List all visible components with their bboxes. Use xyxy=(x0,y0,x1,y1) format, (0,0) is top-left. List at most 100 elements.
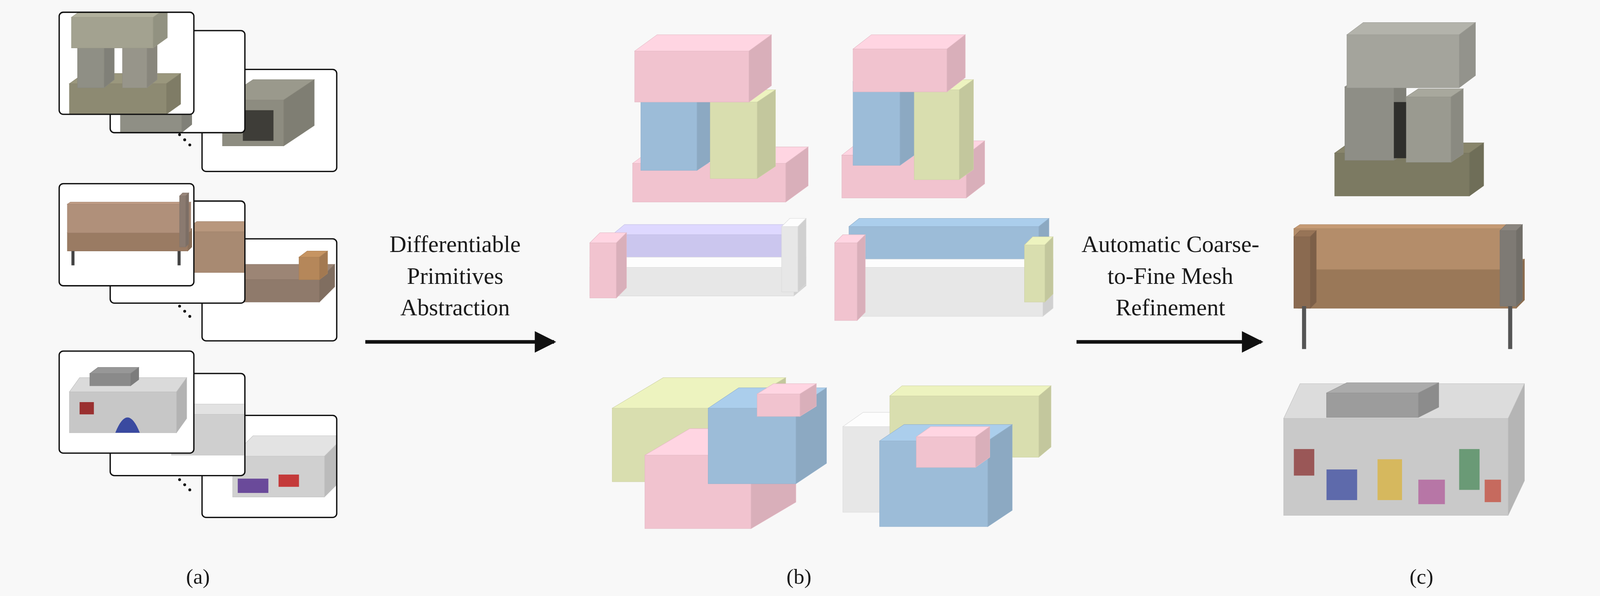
primitive-face xyxy=(1469,143,1484,197)
primitive-face xyxy=(232,456,325,498)
primitive-face xyxy=(1283,418,1508,516)
ellipsis-dot xyxy=(183,138,187,142)
primitive-face xyxy=(77,43,105,89)
primitive-face xyxy=(1450,88,1464,163)
sofa-leg xyxy=(1301,306,1306,350)
primitive-face xyxy=(785,147,808,202)
primitive-abstractions xyxy=(589,34,1053,530)
primitive-face xyxy=(959,79,974,180)
input-view xyxy=(59,183,195,286)
primitive-face xyxy=(67,232,188,251)
primitive-face xyxy=(836,259,1053,268)
arrow-label: Automatic Coarse-to-Fine Mesh Refinement xyxy=(1070,228,1270,324)
primitive-face xyxy=(852,81,900,166)
primitive-face xyxy=(889,386,1051,397)
primitive-face xyxy=(781,226,799,293)
primitive-face xyxy=(298,257,320,280)
input-view xyxy=(59,351,195,454)
input-view xyxy=(59,7,195,115)
primitive-face xyxy=(1345,86,1395,161)
primitive-face xyxy=(1038,386,1051,458)
texture-patch xyxy=(1377,459,1402,501)
primitive-face xyxy=(849,218,1050,228)
panel-label: (b) xyxy=(768,563,830,591)
panel-label: (c) xyxy=(1390,563,1453,591)
primitive-face xyxy=(916,437,976,468)
view-border xyxy=(59,183,195,286)
primitive-face xyxy=(1500,230,1517,307)
primitive-face xyxy=(71,12,168,18)
primitive-face xyxy=(616,232,627,299)
primitive-face xyxy=(710,101,758,179)
primitive-face xyxy=(612,224,799,236)
texture-patch xyxy=(1326,469,1358,501)
ellipsis-dot xyxy=(183,483,187,487)
primitive-face xyxy=(69,83,167,115)
ellipsis-dot xyxy=(183,309,187,313)
primitive-face xyxy=(283,79,315,147)
ellipsis-dot xyxy=(188,143,192,147)
primitive-face xyxy=(975,427,991,469)
process-arrow xyxy=(1076,340,1262,344)
sofa-leg xyxy=(1507,306,1512,350)
primitive-face xyxy=(1394,78,1407,161)
primitive-face xyxy=(324,436,337,498)
primitive-face xyxy=(756,90,776,179)
primitive-face xyxy=(1310,230,1317,309)
primitive-face xyxy=(130,367,139,387)
view-border xyxy=(59,351,195,454)
texture-patch xyxy=(1484,480,1502,503)
primitive-face xyxy=(89,367,139,374)
primitive-face xyxy=(1024,245,1045,303)
primitive-face xyxy=(122,47,147,89)
primitive-face xyxy=(185,192,189,248)
primitive-face xyxy=(852,49,948,93)
primitive-face xyxy=(800,384,817,417)
primitive-face xyxy=(798,218,806,293)
primitive-face xyxy=(1294,224,1521,229)
ellipsis-dot xyxy=(178,133,181,137)
primitive-face xyxy=(232,436,337,457)
primitive-face xyxy=(589,243,617,299)
primitive-face xyxy=(634,50,750,102)
primitive-face xyxy=(319,251,328,281)
primitive-face xyxy=(166,73,181,115)
process-arrow xyxy=(365,340,555,344)
ellipsis-dot xyxy=(188,488,192,492)
refined-meshes xyxy=(1283,22,1525,516)
primitive-face xyxy=(634,34,772,51)
arrow-label: Differentiable Primitives Abstraction xyxy=(355,228,555,324)
ellipsis-dot xyxy=(188,315,192,318)
primitive-face xyxy=(152,12,168,49)
ellipsis-dot xyxy=(178,478,181,482)
view-border xyxy=(59,12,195,115)
panel-label: (a) xyxy=(167,563,229,591)
primitive-face xyxy=(987,424,1012,527)
primitive-face xyxy=(89,373,131,387)
primitive-face xyxy=(856,235,865,321)
primitive-face xyxy=(1347,22,1476,35)
primitive-face xyxy=(1459,22,1476,88)
texture-patch xyxy=(1294,449,1315,477)
primitive-face xyxy=(1418,382,1439,418)
texture-patch xyxy=(1418,480,1446,505)
texture-patch xyxy=(1459,449,1480,491)
primitive-face xyxy=(179,196,186,248)
primitive-face xyxy=(1347,34,1460,88)
primitive-face xyxy=(69,392,177,434)
primitive-face xyxy=(947,34,966,93)
primitive-face xyxy=(176,377,187,433)
primitive-face xyxy=(834,243,857,321)
primitive-face xyxy=(914,90,960,181)
primitive-face xyxy=(756,394,800,417)
primitive-face xyxy=(852,34,966,50)
primitive-face xyxy=(1507,384,1525,516)
primitive-face xyxy=(1294,237,1311,309)
primitive-face xyxy=(707,408,796,485)
primitive-face xyxy=(67,204,188,234)
primitive-face xyxy=(1516,224,1523,307)
view-frame xyxy=(59,12,195,115)
primitive-face xyxy=(1326,393,1419,418)
